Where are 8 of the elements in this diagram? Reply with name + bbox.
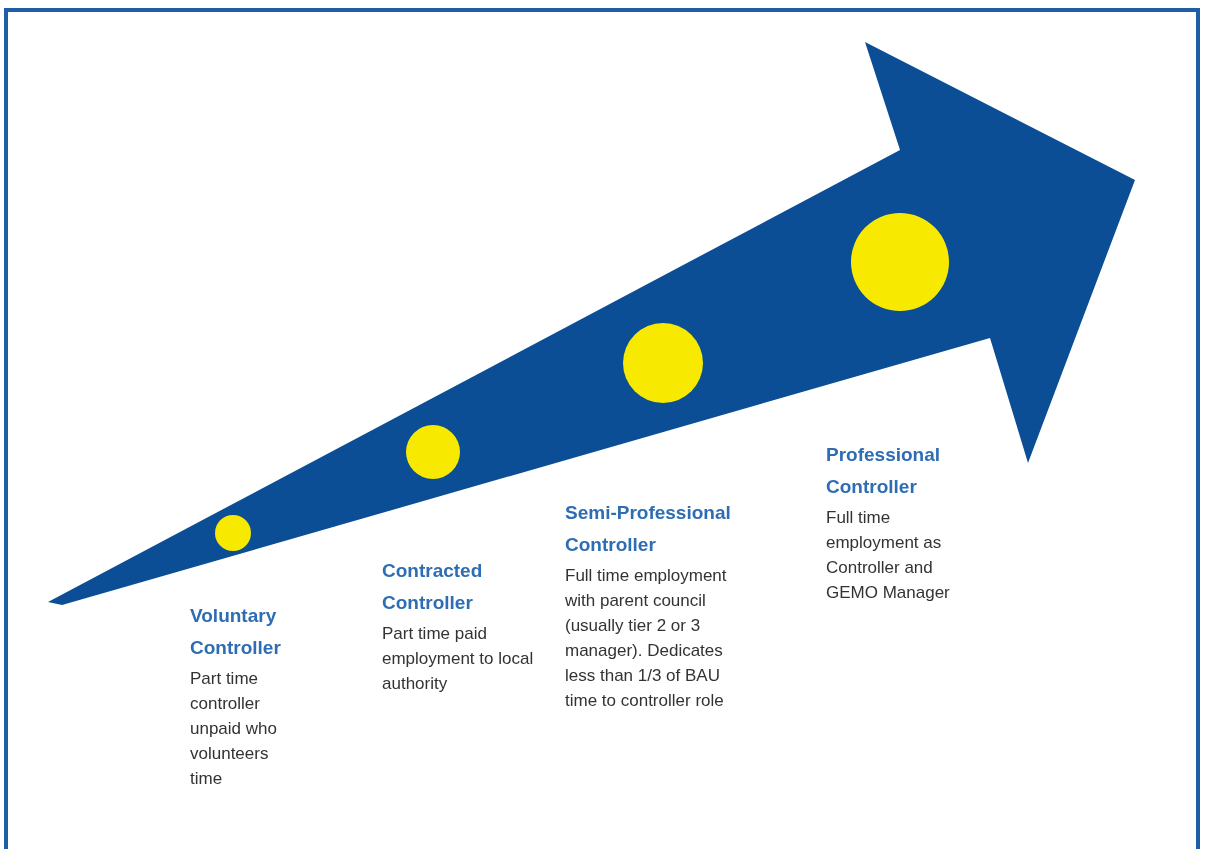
stage-description: Part time paid employment to local authority — [382, 623, 535, 695]
stage-description: Part time controller unpaid who volunteers time — [190, 668, 278, 790]
stage-heading: Contracted Controller — [382, 559, 484, 615]
stage-heading: Semi-Professional Controller — [565, 501, 732, 557]
stage-description: Full time employment with parent council (usually tier 2 or 3 manager). Dedicates less than 1/3 of BAU time to controller role — [565, 565, 728, 712]
stage-description: Full time employment as Controller and GEMO Manager — [826, 507, 951, 604]
stage-heading: Professional Controller — [826, 443, 942, 499]
stage-heading: Voluntary Controller — [190, 604, 282, 660]
